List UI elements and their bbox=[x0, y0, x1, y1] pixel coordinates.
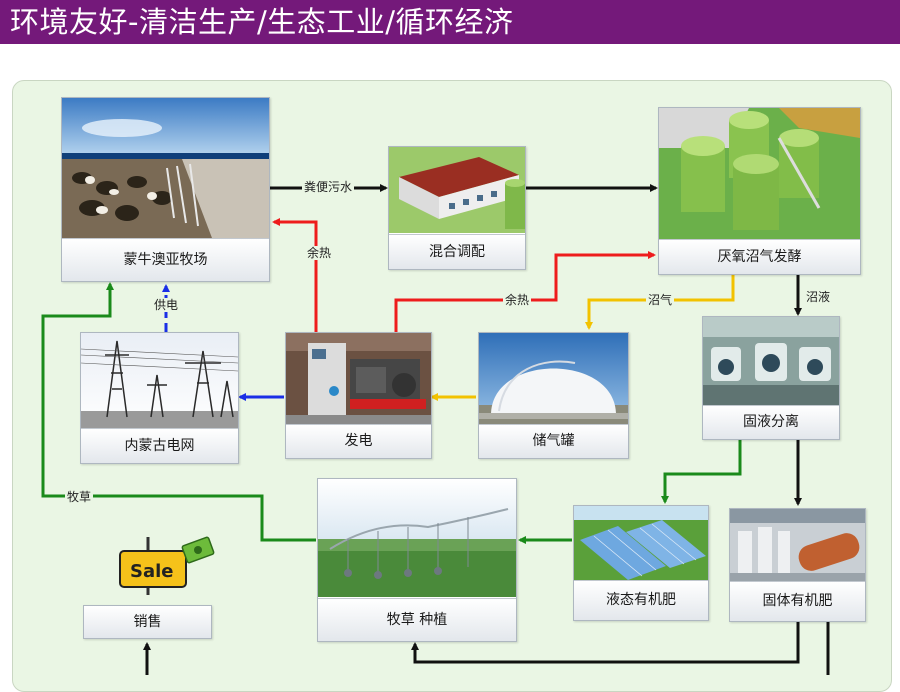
edge-label-biogas: 沼气 bbox=[646, 293, 675, 307]
edge-label-waste-heat-digestion: 余热 bbox=[503, 293, 532, 307]
node-gas-storage: 储气罐 bbox=[478, 332, 629, 459]
ranch-photo bbox=[62, 98, 269, 238]
node-liquid-fertilizer: 液态有机肥 bbox=[573, 505, 709, 621]
header-bar: 环境友好-清洁生产/生态工业/循环经济 bbox=[0, 0, 900, 44]
node-separation: 固液分离 bbox=[702, 316, 840, 440]
node-grid-label: 内蒙古电网 bbox=[81, 428, 238, 463]
node-mixing-label: 混合调配 bbox=[389, 234, 525, 269]
mixing-building-image bbox=[389, 147, 525, 233]
node-separation-label: 固液分离 bbox=[703, 405, 839, 439]
node-power: 发电 bbox=[285, 332, 432, 459]
node-solid-fertilizer: 固体有机肥 bbox=[729, 508, 866, 622]
node-gas-storage-label: 储气罐 bbox=[479, 424, 628, 458]
sale-sign-text: Sale bbox=[130, 561, 174, 582]
node-solid-fertilizer-label: 固体有机肥 bbox=[730, 581, 865, 621]
node-ranch-label: 蒙牛澳亚牧场 bbox=[62, 238, 269, 281]
solid-fertilizer-plant-photo bbox=[730, 509, 865, 581]
node-liquid-fertilizer-label: 液态有机肥 bbox=[574, 580, 708, 620]
edge-label-slurry: 沼液 bbox=[804, 290, 833, 304]
edge-label-power-supply: 供电 bbox=[152, 298, 181, 312]
node-sales-label: 销售 bbox=[84, 606, 211, 638]
arrow-solid-to-pasture bbox=[411, 622, 800, 664]
sale-sign-icon: Sale bbox=[118, 535, 216, 597]
node-pasture-label: 牧草 种植 bbox=[318, 598, 516, 641]
edge-label-forage: 牧草 bbox=[65, 490, 94, 504]
node-power-label: 发电 bbox=[286, 424, 431, 458]
node-digestion: 厌氧沼气发酵 bbox=[658, 107, 861, 275]
page-title: 环境友好-清洁生产/生态工业/循环经济 bbox=[10, 5, 514, 39]
power-grid-photo bbox=[81, 333, 238, 429]
arrow-forage bbox=[41, 282, 316, 542]
digester-tanks-image bbox=[659, 108, 860, 240]
node-pasture: 牧草 种植 bbox=[317, 478, 517, 642]
arrow-sep-to-liquid bbox=[661, 440, 742, 504]
node-grid: 内蒙古电网 bbox=[80, 332, 239, 464]
irrigation-field-photo bbox=[318, 479, 516, 597]
edge-label-manure: 粪便污水 bbox=[302, 180, 355, 194]
node-mixing: 混合调配 bbox=[388, 146, 526, 270]
arrow-heat-to-ranch bbox=[272, 218, 318, 334]
node-sales: 销售 bbox=[83, 605, 212, 639]
separator-machines-photo bbox=[703, 317, 839, 405]
edge-label-waste-heat-ranch: 余热 bbox=[305, 246, 334, 260]
gas-holder-photo bbox=[479, 333, 628, 425]
generator-photo bbox=[286, 333, 431, 425]
fertilizer-field-image bbox=[574, 506, 708, 580]
arrow-heat-to-digestion bbox=[394, 251, 656, 334]
node-digestion-label: 厌氧沼气发酵 bbox=[659, 239, 860, 274]
node-ranch: 蒙牛澳亚牧场 bbox=[61, 97, 270, 282]
